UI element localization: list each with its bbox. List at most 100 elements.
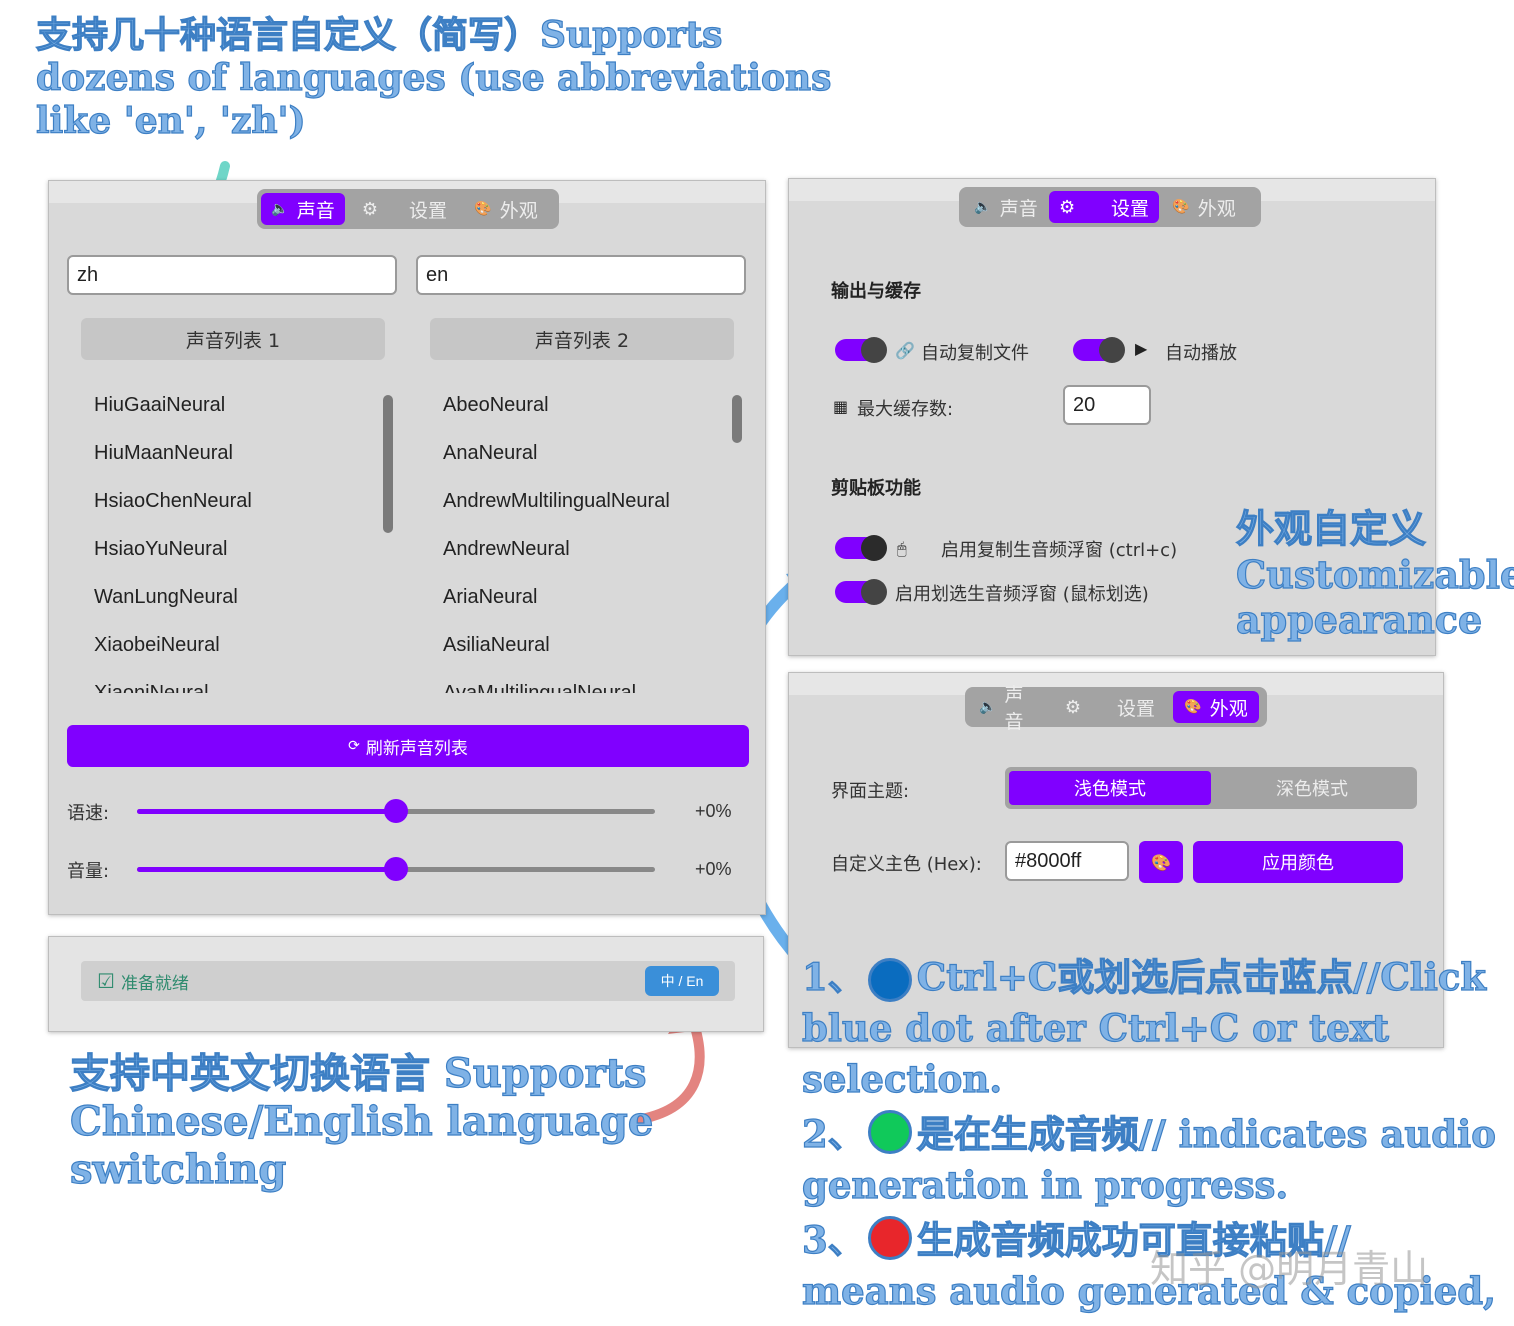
color-label: 自定义主色 (Hex):: [831, 854, 982, 875]
list-item[interactable]: AvaMultilingualNeural: [443, 681, 637, 694]
max-cache-input[interactable]: 20: [1063, 385, 1151, 425]
section-clipboard-title: 剪贴板功能: [831, 478, 921, 499]
tab-label: 外观: [499, 199, 538, 222]
mouse-icon: 🖱: [897, 539, 907, 558]
tab-voice[interactable]: 🔈 声音: [969, 684, 1047, 733]
tab-label: 设置: [1110, 197, 1149, 220]
annotation-line: 2、 是在生成音频// indicates audio: [801, 1109, 1496, 1160]
auto-copy-label: 自动复制文件: [921, 343, 1029, 364]
list-item[interactable]: AbeoNeural: [443, 393, 549, 416]
tab-bar: 🔈 声音 ⚙ 设置 🎨 外观: [959, 187, 1261, 227]
tab-appearance[interactable]: 🎨 外观: [461, 193, 551, 225]
speaker-icon: 🔈: [271, 201, 289, 217]
list-item[interactable]: AsiliaNeural: [443, 633, 550, 656]
lang1-input[interactable]: zh: [67, 255, 397, 295]
list-item[interactable]: XiaobeiNeural: [94, 633, 220, 656]
status-bar: ☑ 准备就绪: [81, 961, 735, 1001]
tab-voice[interactable]: 🔈 声音: [261, 193, 345, 225]
list-item[interactable]: HiuMaanNeural: [94, 441, 233, 464]
slider-fill: [137, 867, 396, 872]
tab-settings[interactable]: 设置: [395, 193, 461, 225]
slider-fill: [137, 809, 396, 814]
toggle-knob: [861, 337, 887, 363]
apply-color-button[interactable]: 应用颜色: [1193, 841, 1403, 883]
annotation-line: means audio generated & copied,: [801, 1268, 1497, 1313]
blue-dot-icon: [868, 958, 912, 1002]
tab-appearance[interactable]: 🎨 外观: [1159, 191, 1249, 223]
list1-scrollbar[interactable]: [383, 395, 393, 533]
auto-copy-toggle[interactable]: [835, 337, 887, 363]
list-item[interactable]: HiuGaaiNeural: [94, 393, 226, 416]
gear-icon: ⚙: [1064, 696, 1082, 718]
list-item[interactable]: HsiaoChenNeural: [94, 489, 252, 512]
step-text: 是在生成音频// indicates audio: [916, 1111, 1496, 1156]
palette-icon: 🎨: [1151, 852, 1171, 872]
step-text: Ctrl+C或划选后点击蓝点//Click: [916, 954, 1487, 999]
language-toggle-button[interactable]: 中 / En: [645, 966, 719, 996]
speaker-icon: 🔈: [979, 699, 997, 715]
status-text: 准备就绪: [120, 973, 189, 994]
speed-label: 语速:: [67, 803, 110, 824]
checkbox-icon: ☑: [97, 969, 115, 993]
tab-bar: 🔈 声音 ⚙ 设置 🎨 外观: [965, 684, 1267, 733]
section-output-title: 输出与缓存: [831, 281, 921, 302]
light-mode-option[interactable]: 浅色模式: [1009, 771, 1211, 805]
tab-bar: 🔈 声音 ⚙ 设置 🎨 外观: [257, 189, 559, 229]
tab-settings[interactable]: ⚙ 设置: [1049, 191, 1159, 223]
panel-top-strip: [789, 673, 1443, 695]
speed-slider[interactable]: [137, 799, 655, 823]
red-dot-icon: [868, 1216, 912, 1260]
toggle-knob: [861, 579, 887, 605]
annotation-line: 支持几十种语言自定义（简写）Supports: [35, 13, 723, 56]
annotation-line: generation in progress.: [801, 1162, 1289, 1207]
step-text: 生成音频成功可直接粘贴//: [916, 1217, 1351, 1262]
tab-label: 外观: [1197, 197, 1236, 220]
annotation-line: appearance: [1235, 597, 1483, 643]
tab-appearance[interactable]: 🎨 外观: [1173, 691, 1259, 723]
list-item[interactable]: HsiaoYuNeural: [94, 537, 228, 560]
auto-play-label: 自动播放: [1165, 343, 1237, 364]
toggle-knob: [861, 535, 887, 561]
max-cache-label: 最大缓存数:: [857, 399, 954, 420]
annotation-line: selection.: [801, 1056, 1003, 1101]
list2-scrollbar[interactable]: [732, 395, 742, 443]
color-picker-button[interactable]: 🎨: [1139, 841, 1183, 883]
gear-icon: ⚙: [1059, 196, 1076, 218]
button-label: 刷新声音列表: [365, 738, 468, 759]
palette-icon: 🎨: [1184, 699, 1202, 715]
color-hex-input[interactable]: #8000ff: [1005, 841, 1129, 881]
voice-list-1: HiuGaaiNeural HiuMaanNeural HsiaoChenNeu…: [94, 381, 384, 694]
tab-settings[interactable]: 设置: [1099, 691, 1173, 723]
slider-thumb[interactable]: [384, 799, 408, 823]
annotation-lang-switch: 支持中英文切换语言 Supports Chinese/English langu…: [69, 1049, 654, 1194]
speaker-icon: 🔈: [974, 199, 992, 215]
annotation-line: Chinese/English language: [69, 1097, 654, 1145]
gear-tab[interactable]: ⚙: [345, 193, 395, 225]
volume-slider[interactable]: [137, 857, 655, 881]
step-number: 3、: [801, 1217, 865, 1262]
annotation-line: Customizable: [1235, 551, 1514, 597]
copy-popup-toggle[interactable]: [835, 535, 887, 561]
tab-label: 声音: [296, 199, 335, 222]
palette-icon: 🎨: [1172, 199, 1190, 215]
select-popup-toggle[interactable]: [835, 579, 887, 605]
lang2-input[interactable]: en: [416, 255, 746, 295]
list-item[interactable]: XiaoniNeural: [94, 681, 209, 694]
step-number: 2、: [801, 1111, 865, 1156]
refresh-icon: ⟳: [348, 738, 360, 754]
select-popup-label: 启用划选生音频浮窗 (鼠标划选): [895, 584, 1149, 605]
dark-mode-option[interactable]: 深色模式: [1276, 779, 1348, 800]
list-item[interactable]: WanLungNeural: [94, 585, 238, 608]
auto-play-toggle[interactable]: [1073, 337, 1125, 363]
list-item[interactable]: AndrewMultilingualNeural: [443, 489, 670, 512]
status-panel: ☑ 准备就绪 中 / En: [48, 936, 764, 1032]
annotation-line: 外观自定义: [1235, 505, 1427, 551]
refresh-voices-button[interactable]: ⟳ 刷新声音列表: [67, 725, 749, 767]
list-item[interactable]: AnaNeural: [443, 441, 538, 464]
list-item[interactable]: AriaNeural: [443, 585, 538, 608]
theme-selector: 浅色模式 深色模式: [1005, 767, 1417, 809]
tab-voice[interactable]: 🔈 声音: [963, 191, 1049, 223]
list-item[interactable]: AndrewNeural: [443, 537, 570, 560]
slider-thumb[interactable]: [384, 857, 408, 881]
gear-tab[interactable]: ⚙: [1047, 691, 1099, 723]
